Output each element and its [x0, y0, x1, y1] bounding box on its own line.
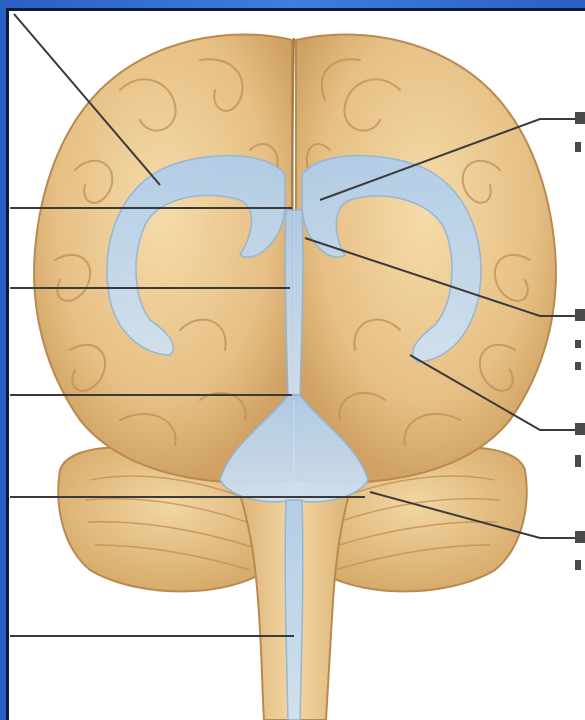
label-stub-right-1a	[575, 112, 585, 124]
label-stub-right-1b	[575, 142, 581, 152]
label-stub-right-4a	[575, 531, 585, 543]
label-stub-right-3b	[575, 455, 581, 467]
label-stub-right-4b	[575, 560, 581, 570]
label-stub-right-3a	[575, 423, 585, 435]
third-ventricle	[285, 210, 303, 395]
label-stub-right-2c	[575, 362, 581, 370]
label-stub-right-2b	[575, 340, 581, 348]
central-canal	[285, 500, 303, 720]
label-stub-right-2a	[575, 309, 585, 321]
